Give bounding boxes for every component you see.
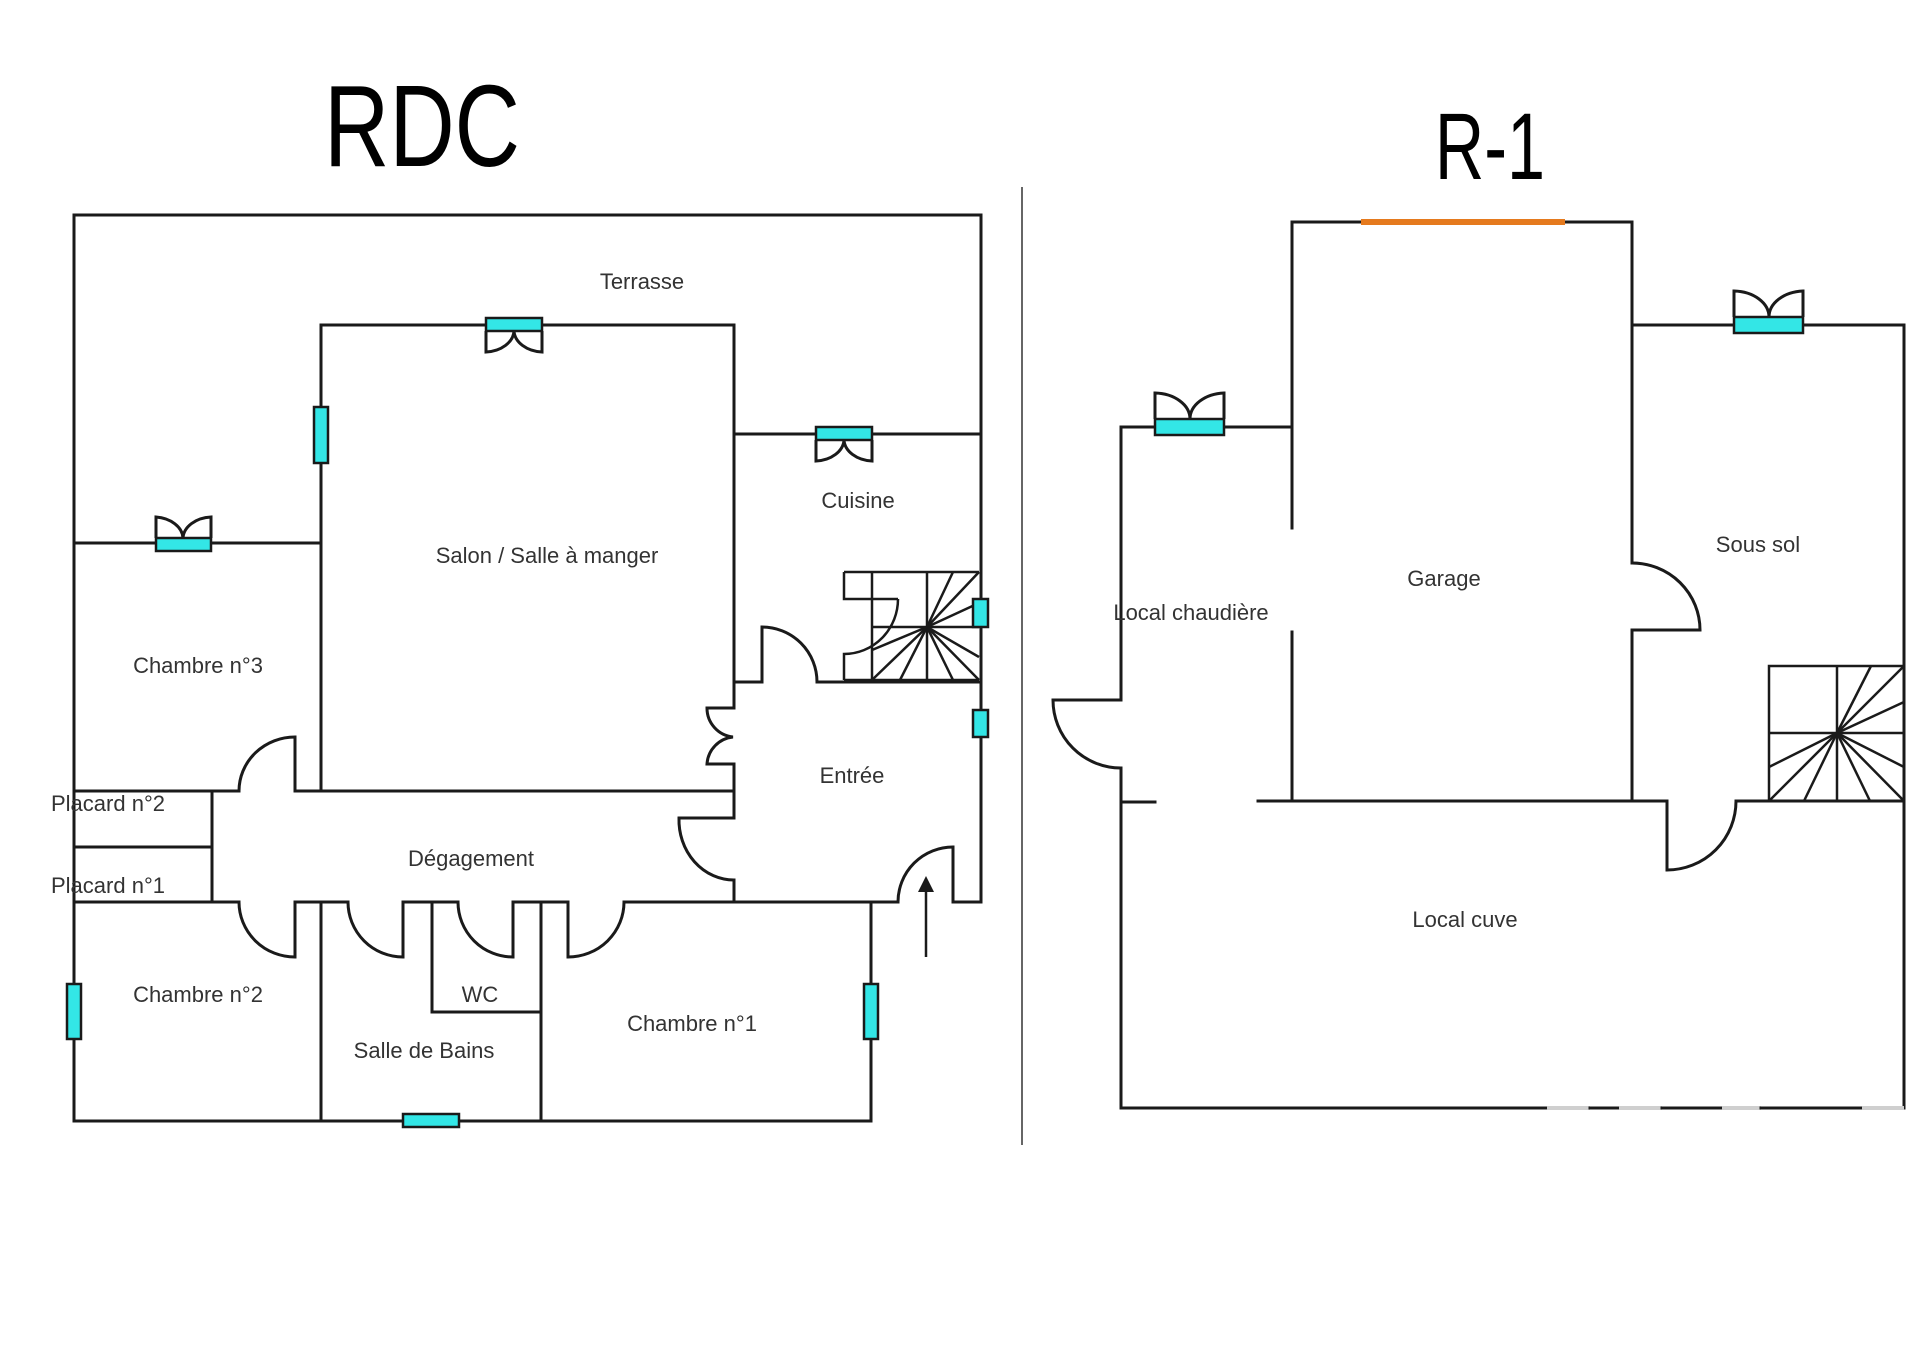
room-label-chambre1: Chambre n°1 [627,1011,757,1036]
room-label-degagement: Dégagement [408,846,534,871]
stair-step-line [1768,732,1838,802]
room-label-wc: WC [462,982,499,1007]
window-icon [1732,289,1805,335]
window-icon [401,1112,461,1129]
stair-step-line [871,625,928,652]
staircase-icon [1767,664,1906,803]
stair-step-line [1836,700,1905,735]
stair-step-line [926,625,980,659]
window-icon [971,597,990,629]
stair-step-line [1836,731,1905,769]
door-swing-icon [346,901,405,959]
r1-title: R-1 [1435,93,1545,200]
stair-step-line [925,571,955,628]
room-label-local-chaudiere: Local chaudière [1113,600,1268,625]
window-icon [484,316,544,354]
room-label-entree: Entrée [820,763,885,788]
room-label-chambre2: Chambre n°2 [133,982,263,1007]
door-swing-icon [1051,698,1122,770]
door-swing-icon [896,845,955,903]
window-icon [814,425,874,463]
stair-step-line [1768,731,1838,769]
door-swing-icon [237,735,297,792]
rdc-entree-right-wall [951,680,983,904]
room-label-salon: Salon / Salle à manger [436,543,659,568]
door-swing-icon [705,706,734,766]
door-swing-icon [456,901,515,959]
chaudiere-wall [1119,425,1294,702]
stair-step-line [925,626,955,681]
room-label-terrasse: Terrasse [600,269,684,294]
garage-left-wall-upper [1290,220,1634,565]
sous-sol-wall [1630,323,1906,1110]
window-icon [65,982,83,1041]
stair-step-line [926,571,980,628]
rdc-title: RDC [324,62,520,191]
door-swing-icon [1631,561,1702,632]
wc-walls [430,900,543,1014]
door-swing-icon [237,901,297,959]
stair-step-line [1836,732,1905,802]
room-label-placard2: Placard n°2 [51,791,165,816]
window-icon [154,515,213,553]
door-swing-icon [760,625,819,683]
room-label-local-cuve: Local cuve [1412,907,1517,932]
stair-step-line [1835,665,1873,734]
room-label-placard1: Placard n°1 [51,873,165,898]
room-label-cuisine: Cuisine [821,488,894,513]
room-label-chambre3: Chambre n°3 [133,653,263,678]
room-label-garage: Garage [1407,566,1480,591]
stair-step-line [1802,732,1839,802]
stair-step-line [926,626,980,681]
door-swing-icon [677,816,735,882]
window-icon [971,708,990,739]
stair-step-line [1836,665,1905,734]
door-swing-icon [566,901,626,959]
placards-box [72,789,214,904]
stair-step-line [1835,732,1872,802]
staircase-icon [842,570,980,682]
window-icon [1153,391,1226,437]
rdc-outer-wall [72,213,983,1123]
rdc-plan: Terrasse Salon / Salle à manger Cuisine … [51,213,990,1129]
r1-plan: Local chaudière Garage Sous sol Local cu… [1051,219,1906,1110]
window-icon [862,982,880,1041]
room-label-salle-de-bains: Salle de Bains [354,1038,495,1063]
window-icon [312,405,330,465]
entrance-arrow-icon [918,876,934,957]
stair-step-line [871,626,928,681]
door-swing-icon [1665,800,1738,872]
room-label-sous-sol: Sous sol [1716,532,1800,557]
stair-step-line [926,601,980,629]
stair-step-line [898,626,929,681]
